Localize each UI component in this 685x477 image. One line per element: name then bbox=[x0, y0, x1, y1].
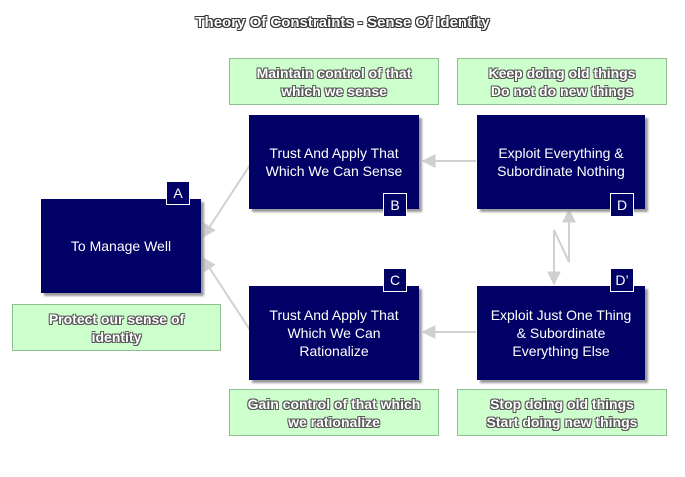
arrow-b-to-a bbox=[202, 164, 251, 239]
tag-a: A bbox=[166, 181, 190, 205]
note-b: Maintain control of that which we sense bbox=[229, 58, 439, 105]
box-b-label: Trust And Apply That Which We Can Sense bbox=[265, 145, 403, 179]
box-c: Trust And Apply That Which We Can Ration… bbox=[249, 286, 419, 380]
note-d: Keep doing old things Do not do new thin… bbox=[457, 58, 667, 105]
note-d-prime: Stop doing old things Start doing new th… bbox=[457, 389, 667, 436]
note-c: Gain control of that which we rationaliz… bbox=[229, 389, 439, 436]
tag-c: C bbox=[383, 268, 407, 292]
conflict-arrow-d-dprime bbox=[547, 208, 576, 286]
tag-d: D bbox=[610, 193, 634, 217]
box-b: Trust And Apply That Which We Can Sense bbox=[249, 115, 419, 209]
tag-d-prime: D’ bbox=[610, 268, 634, 292]
box-d-prime: Exploit Just One Thing & Subordinate Eve… bbox=[477, 286, 645, 380]
diagram-title: Theory Of Constraints - Sense Of Identit… bbox=[195, 14, 490, 31]
tag-b: B bbox=[383, 193, 407, 217]
box-d-label: Exploit Everything & Subordinate Nothing bbox=[497, 145, 625, 179]
box-c-label: Trust And Apply That Which We Can Ration… bbox=[269, 307, 399, 359]
box-d: Exploit Everything & Subordinate Nothing bbox=[477, 115, 645, 209]
note-a: Protect our sense of identity bbox=[12, 304, 221, 351]
box-d-prime-label: Exploit Just One Thing & Subordinate Eve… bbox=[490, 307, 632, 359]
box-a-label: To Manage Well bbox=[70, 238, 172, 254]
box-a: To Manage Well bbox=[41, 199, 201, 293]
arrow-c-to-a bbox=[202, 256, 251, 331]
